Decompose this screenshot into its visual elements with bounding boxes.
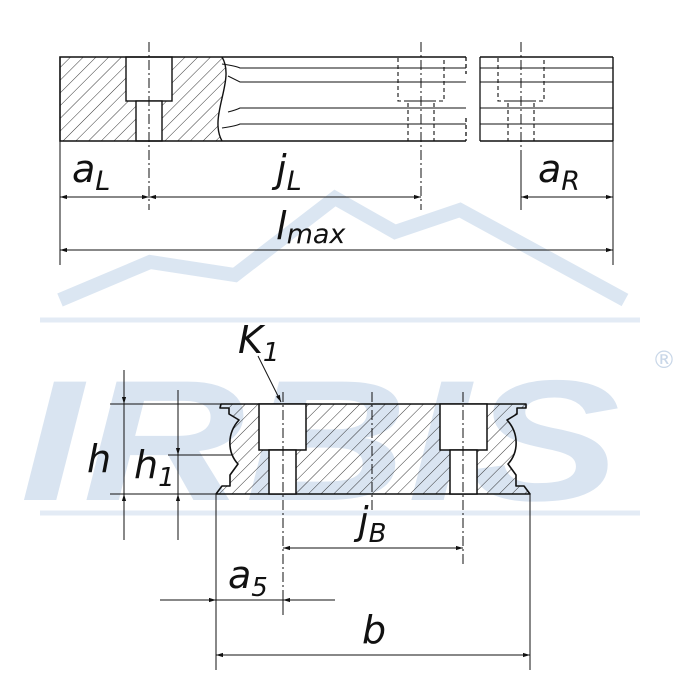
dim-lines-heights bbox=[121, 370, 181, 540]
section-centerlines bbox=[282, 392, 464, 615]
label-h-1: h1 bbox=[134, 443, 175, 493]
label-a-5: a5 bbox=[228, 553, 268, 603]
cross-section: K1 h h1 jB a5 b bbox=[87, 318, 531, 670]
rail-profile-lines bbox=[221, 63, 613, 129]
section-extension-lines bbox=[110, 403, 531, 670]
label-b: b bbox=[362, 608, 386, 652]
registered-mark: ® bbox=[652, 346, 675, 374]
top-extension-lines bbox=[59, 141, 614, 265]
top-view: aL jL aR lmax bbox=[59, 42, 614, 265]
top-centerlines bbox=[148, 42, 522, 210]
break-gap bbox=[465, 57, 481, 141]
label-a-r: aR bbox=[538, 147, 580, 197]
rail-body bbox=[222, 56, 614, 142]
label-l-max: lmax bbox=[276, 204, 346, 250]
label-h: h bbox=[87, 437, 111, 481]
k1-leader bbox=[257, 355, 282, 403]
label-j-l: jL bbox=[271, 147, 302, 197]
label-k-1: K1 bbox=[238, 318, 279, 368]
label-a-l: aL bbox=[72, 147, 110, 197]
